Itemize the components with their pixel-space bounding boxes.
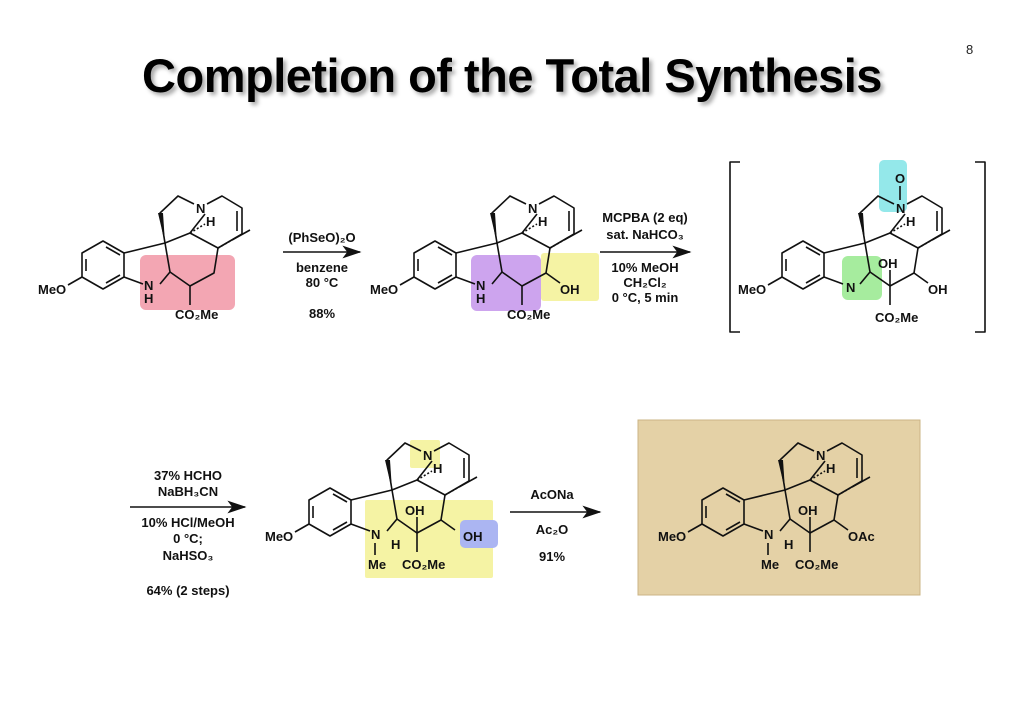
molecule-2: MeO N H N H CO₂Me OH [370, 195, 583, 322]
chem-label: H [906, 214, 915, 229]
product-parchment-box [637, 419, 921, 596]
chem-label: H [826, 461, 835, 476]
highlight-n4 [410, 440, 440, 468]
chem-label: sat. NaHCO₃ [606, 227, 684, 242]
highlight-enamine-2 [471, 255, 541, 311]
chem-label: MeO [38, 282, 66, 297]
chem-label: CO₂Me [507, 307, 550, 322]
chem-label: MCPBA (2 eq) [602, 210, 687, 225]
chem-label: 0 °C; [173, 531, 203, 546]
page-number: 8 [966, 42, 974, 57]
chem-label: OH [405, 503, 425, 518]
chem-label: N [896, 201, 905, 216]
chem-label: 88% [309, 306, 335, 321]
bracket-right [975, 161, 986, 333]
chem-label: MeO [658, 529, 686, 544]
chem-label: H [144, 291, 153, 306]
molecule-5-product: MeO N H N Me H OH OAc CO₂Me [658, 442, 875, 572]
chem-label: Me [761, 557, 779, 572]
highlight-hydroxyl [541, 253, 599, 301]
chem-label: 37% HCHO [154, 468, 222, 483]
chem-label: NaBH₃CN [158, 484, 218, 499]
chem-label: CO₂Me [402, 557, 445, 572]
chem-label: N [528, 201, 537, 216]
chem-label: N [423, 448, 432, 463]
chem-label: N [816, 448, 825, 463]
chem-label: 10% HCl/MeOH [141, 515, 234, 530]
chem-label: N [371, 527, 380, 542]
highlight-hydroxyl-blue [460, 520, 498, 548]
chem-label: MeO [370, 282, 398, 297]
chem-label: MeO [738, 282, 766, 297]
step-3: 37% HCHO NaBH₃CN 10% HCl/MeOH 0 °C; NaHS… [130, 468, 247, 598]
chem-label: MeO [265, 529, 293, 544]
chem-label: CH₂Cl₂ [623, 275, 667, 290]
molecule-4: MeO N H N Me H OH OH CO₂Me [265, 442, 483, 572]
chem-label: Me [368, 557, 386, 572]
chem-label: 91% [539, 549, 565, 564]
step-2: MCPBA (2 eq) sat. NaHCO₃ 10% MeOH CH₂Cl₂… [600, 210, 692, 305]
chem-label: H [391, 537, 400, 552]
chem-label: N [846, 280, 855, 295]
chem-label: (PhSeO)₂O [288, 230, 355, 245]
chem-label: H [784, 537, 793, 552]
chem-label: OAc [848, 529, 875, 544]
step-1: (PhSeO)₂O benzene 80 °C 88% [283, 230, 362, 321]
chem-label: CO₂Me [875, 310, 918, 325]
slide-title: Completion of the Total Synthesis [142, 49, 882, 102]
chem-label: H [433, 461, 442, 476]
chem-label: N [764, 527, 773, 542]
chem-label: NaHSO₃ [163, 548, 214, 563]
step-4: AcONa Ac₂O 91% [510, 487, 602, 564]
chem-label: H [206, 214, 215, 229]
chem-label: CO₂Me [795, 557, 838, 572]
chem-label: 64% (2 steps) [146, 583, 229, 598]
chem-label: N [144, 278, 153, 293]
highlight-enamine [140, 255, 235, 310]
chem-label: OH [798, 503, 818, 518]
chem-label: AcONa [530, 487, 574, 502]
chem-label: 10% MeOH [611, 260, 678, 275]
chem-label: H [538, 214, 547, 229]
bracket-left [729, 161, 740, 333]
chem-label: H [476, 291, 485, 306]
chem-label: OH [878, 256, 898, 271]
chem-label: Ac₂O [536, 522, 569, 537]
chem-label: OH [928, 282, 948, 297]
chem-label: O [895, 171, 905, 186]
chem-label: N [196, 201, 205, 216]
chem-label: CO₂Me [175, 307, 218, 322]
molecule-3: MeO N O H N OH OH CO₂Me [738, 171, 951, 325]
molecule-1: MeO N H N H CO₂Me [38, 195, 251, 322]
chem-label: N [476, 278, 485, 293]
chem-label: OH [463, 529, 483, 544]
chem-label: 0 °C, 5 min [612, 290, 679, 305]
highlight-imine [842, 256, 882, 300]
chem-label: 80 °C [306, 275, 339, 290]
chem-label: OH [560, 282, 580, 297]
chem-label: benzene [296, 260, 348, 275]
